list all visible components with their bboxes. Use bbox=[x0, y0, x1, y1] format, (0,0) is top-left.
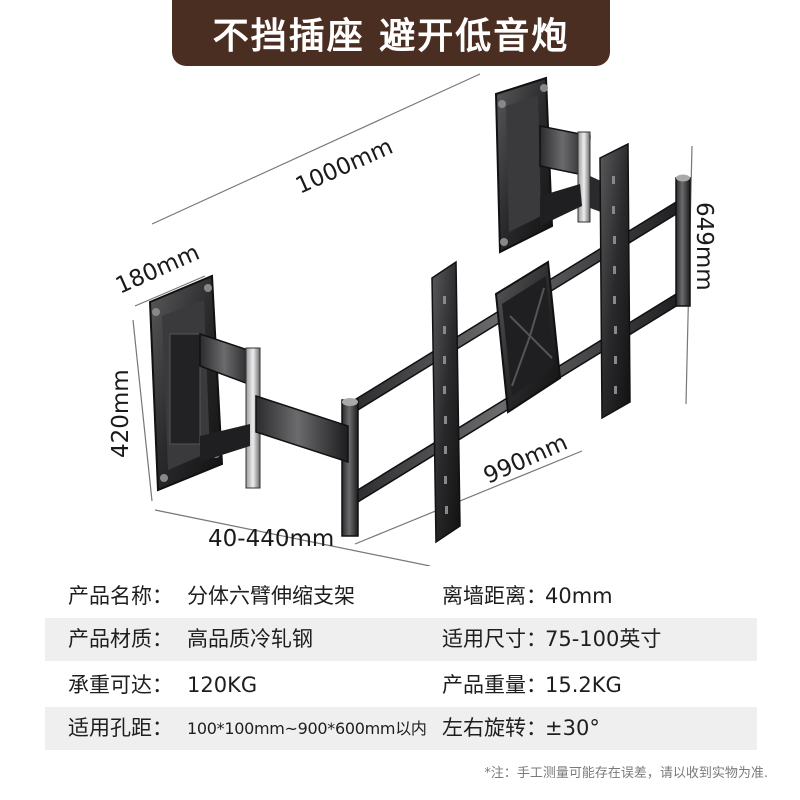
left-arm bbox=[199, 332, 349, 489]
dim-depth: 40-440mm bbox=[208, 526, 334, 552]
header-banner: 不挡插座 避开低音炮 bbox=[172, 0, 610, 66]
banner-title: 不挡插座 避开低音炮 bbox=[212, 16, 570, 57]
spec-value: 15.2KG bbox=[545, 673, 622, 697]
spec-row: 产品名称： 分体六臂伸缩支架 离墙距离： 40mm bbox=[45, 575, 757, 618]
spec-label: 产品名称： bbox=[68, 584, 173, 608]
dim-plate-height: 420mm bbox=[108, 369, 134, 458]
vertical-brackets bbox=[431, 142, 631, 544]
product-figure: 1000mm 180mm 420mm 40-440mm 990mm 649mm bbox=[0, 12, 800, 567]
spec-row: 适用孔距： 100*100mm~900*600mm以内 左右旋转： ±30° bbox=[45, 707, 757, 750]
spec-value: ±30° bbox=[545, 716, 600, 740]
spec-value: 100*100mm~900*600mm以内 bbox=[187, 719, 427, 738]
spec-label: 离墙距离： bbox=[442, 584, 547, 608]
dim-rail-height: 649mm bbox=[691, 202, 717, 291]
spec-value: 120KG bbox=[187, 673, 258, 697]
dim-tv-rail: 990mm bbox=[480, 430, 572, 490]
spec-row: 产品材质： 高品质冷轧钢 适用尺寸： 75-100英寸 bbox=[45, 618, 757, 661]
spec-row: 承重可达： 120KG 产品重量： 15.2KG bbox=[45, 664, 757, 707]
spec-label: 左右旋转： bbox=[442, 716, 547, 740]
spec-label: 产品材质： bbox=[68, 627, 173, 651]
dim-width-total: 1000mm bbox=[292, 134, 397, 200]
center-housing bbox=[494, 260, 562, 414]
spec-label: 承重可达： bbox=[68, 673, 173, 697]
disclaimer-note: *注：手工测量可能存在误差，请以收到实物为准. bbox=[484, 766, 768, 781]
spec-value: 40mm bbox=[545, 584, 613, 608]
spec-value: 高品质冷轧钢 bbox=[187, 627, 313, 651]
spec-label: 产品重量： bbox=[442, 673, 547, 697]
spec-label: 适用尺寸： bbox=[442, 627, 547, 651]
spec-value: 分体六臂伸缩支架 bbox=[187, 584, 355, 608]
tv-mount-illustration: 1000mm 180mm 420mm 40-440mm 990mm 649mm bbox=[108, 12, 717, 567]
spec-value: 75-100英寸 bbox=[545, 627, 662, 651]
spec-label: 适用孔距： bbox=[68, 716, 173, 740]
